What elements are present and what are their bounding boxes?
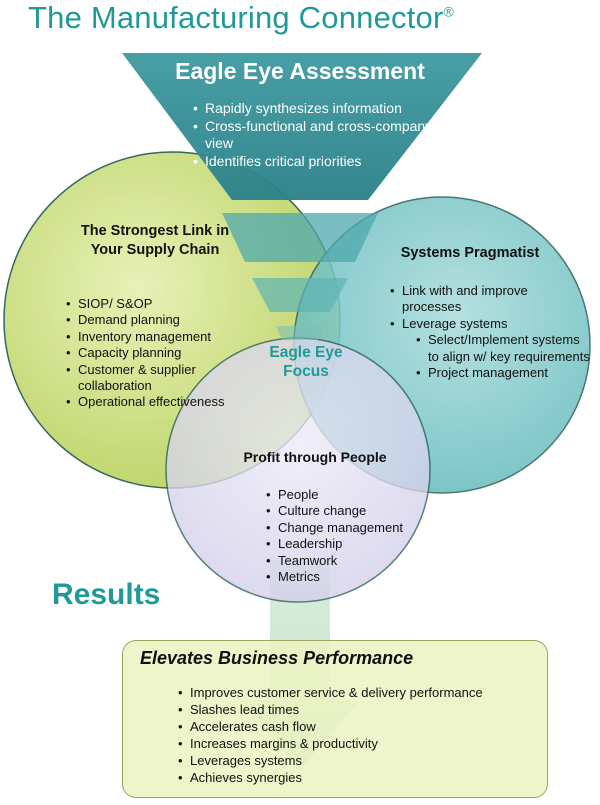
supply-chain-list: SIOP/ S&OP Demand planning Inventory man…	[66, 296, 241, 411]
list-item: Leverage systems	[390, 316, 590, 333]
list-item: People	[266, 487, 436, 504]
systems-heading: Systems Pragmatist	[400, 245, 540, 261]
list-item: Leadership	[266, 536, 436, 553]
list-item: Improves customer service & delivery per…	[178, 684, 538, 701]
list-item: Increases margins & productivity	[178, 735, 538, 752]
eagle-eye-focus-label: Eagle Eye Focus	[269, 344, 343, 380]
page-title: The Manufacturing Connector®	[28, 0, 455, 35]
people-heading: Profit through People	[243, 449, 387, 465]
list-item: Change management	[266, 520, 436, 537]
list-item: Rapidly synthesizes information	[193, 100, 443, 118]
results-list: Improves customer service & delivery per…	[178, 684, 538, 786]
list-item: Identifies critical priorities	[193, 153, 443, 171]
list-item: Operational effectiveness	[66, 394, 241, 411]
list-item: Customer & supplier collaboration	[66, 362, 241, 395]
list-item: SIOP/ S&OP	[66, 296, 241, 313]
eagle-eye-title: Eagle Eye Assessment	[175, 58, 425, 84]
list-item: Slashes lead times	[178, 701, 538, 718]
people-list: People Culture change Change management …	[266, 487, 436, 586]
list-item: Metrics	[266, 569, 436, 586]
list-item: Teamwork	[266, 553, 436, 570]
list-item: Link with and improve processes	[390, 283, 590, 316]
funnel-band-3	[252, 278, 348, 312]
sub-list-item: Select/Implement systems to align w/ key…	[416, 332, 590, 365]
funnel-band-2	[222, 213, 378, 262]
list-item: Demand planning	[66, 312, 241, 329]
funnel-band-4	[276, 326, 324, 340]
eagle-eye-list: Rapidly synthesizes information Cross-fu…	[193, 100, 443, 170]
supply-chain-heading: The Strongest Link in Your Supply Chain	[80, 223, 230, 258]
list-item: Leverages systems	[178, 752, 538, 769]
list-item: Inventory management	[66, 329, 241, 346]
list-item: Achieves synergies	[178, 769, 538, 786]
list-item: Accelerates cash flow	[178, 718, 538, 735]
sub-list-item: Project management	[416, 365, 590, 382]
list-item: Cross-functional and cross-company view	[193, 118, 443, 153]
results-label: Results	[52, 578, 161, 611]
systems-list: Link with and improve processes Leverage…	[390, 283, 590, 382]
list-item: Capacity planning	[66, 345, 241, 362]
results-box-title: Elevates Business Performance	[140, 648, 414, 668]
list-item: Culture change	[266, 503, 436, 520]
